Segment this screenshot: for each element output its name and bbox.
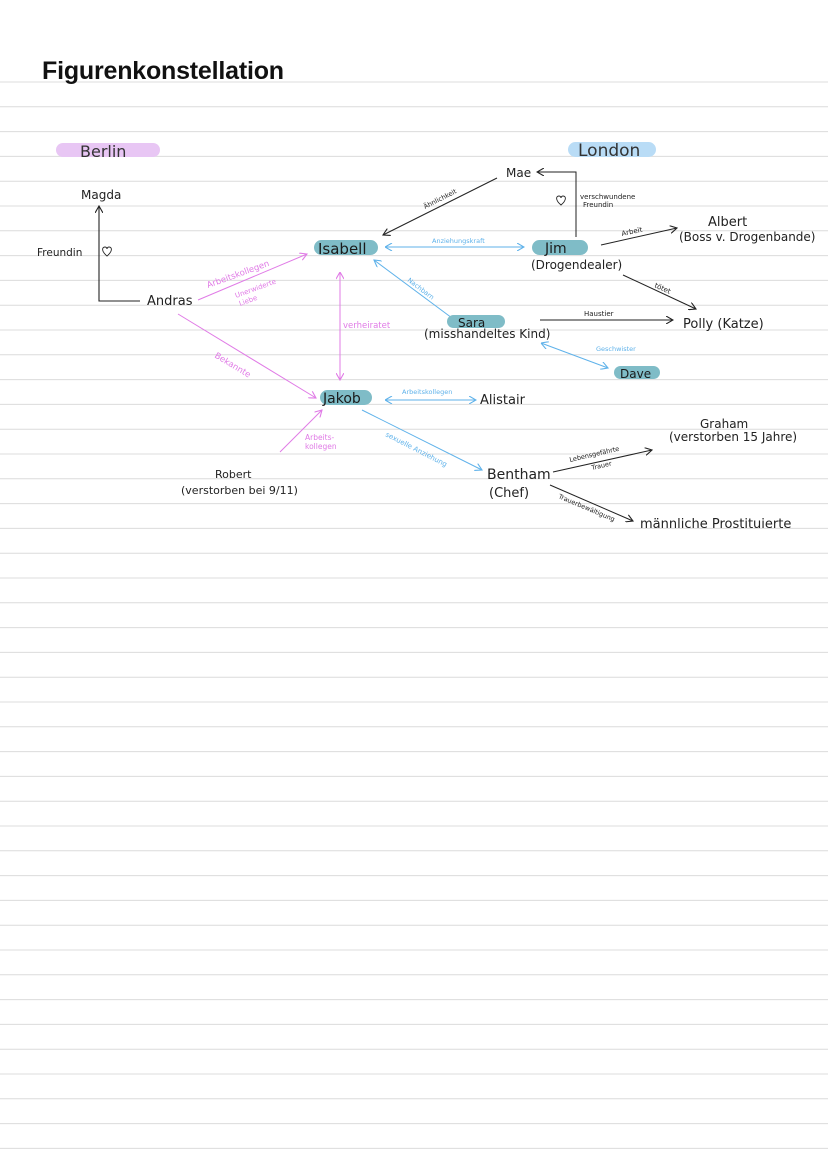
jakob-highlight: [320, 390, 372, 405]
freundin-label: Freundin: [37, 247, 82, 259]
sara-note: (misshandeltes Kind): [424, 327, 550, 341]
jim-polly-link: [622, 274, 696, 309]
alistair-label: Alistair: [480, 393, 526, 408]
andras-magda-link: [99, 206, 140, 302]
dave-label: Dave: [620, 367, 651, 381]
verschwundene-label: verschwundene: [580, 193, 635, 201]
mae-isabell-link: [383, 177, 498, 235]
kollegen-label: kollegen: [305, 442, 337, 451]
page-title: Figurenkonstellation: [42, 57, 284, 85]
sexuelle-anziehung-label: sexuelle Anziehung: [384, 431, 448, 469]
jim-label: Jim: [544, 241, 567, 257]
bentham-graham-link: [552, 450, 652, 473]
anziehungskraft-label: Anziehungskraft: [432, 237, 485, 245]
aehnlichkeit-label: Ähnlichkeit: [422, 186, 458, 211]
magda-label: Magda: [81, 188, 121, 202]
bentham-note: (Chef): [489, 486, 529, 501]
mae-label: Mae: [506, 166, 531, 180]
freundin-2-label: Freundin: [583, 201, 613, 209]
polly-label: Polly (Katze): [683, 317, 764, 332]
arbeits-label: Arbeits-: [305, 433, 335, 442]
andras-label: Andras: [147, 294, 193, 309]
prostituierte-label: männliche Prostituierte: [640, 517, 791, 532]
sara-isabell-link: [374, 260, 453, 319]
jim-mae-link: [537, 172, 577, 237]
bentham-prostituierte-link: [549, 484, 633, 521]
andras-jakob-link: [177, 313, 316, 398]
arbeitskollegen-2-label: Arbeitskollegen: [402, 388, 452, 396]
trauerbewaeltigung-label: Trauerbewältigung: [556, 492, 616, 523]
sara-label: Sara: [458, 316, 485, 330]
andras-isabell-link: [197, 254, 307, 301]
heart-icon: [102, 246, 112, 257]
lebensgefaehrte-label: Lebensgefährte: [569, 445, 620, 464]
graham-label: Graham: [700, 417, 748, 431]
jakob-bentham-link: [361, 409, 482, 470]
verheiratet-label: verheiratet: [343, 321, 391, 331]
heart-icon-2: [556, 195, 566, 206]
sara-dave-link: [541, 343, 608, 368]
jim-note: (Drogendealer): [531, 258, 622, 272]
london-label: London: [578, 141, 640, 161]
isabell-label: Isabell: [318, 240, 367, 258]
trauer-label: Trauer: [590, 459, 613, 472]
bentham-label: Bentham: [487, 467, 551, 483]
jakob-label: Jakob: [322, 391, 361, 407]
robert-label: Robert: [215, 468, 252, 481]
graham-note: (verstorben 15 Jahre): [669, 430, 797, 444]
robert-note: (verstorben bei 9/11): [181, 484, 298, 497]
dave-highlight: [614, 366, 660, 379]
nachbarn-label: Nachbarn: [406, 276, 436, 301]
sara-highlight: [447, 315, 505, 328]
geschwister-label: Geschwister: [596, 345, 636, 353]
albert-label: Albert: [708, 215, 747, 230]
jim-albert-link: [600, 228, 677, 246]
haustier-label: Haustier: [584, 310, 614, 318]
isabell-highlight: [314, 240, 378, 255]
robert-jakob-link: [279, 410, 322, 453]
jim-highlight: [532, 240, 588, 255]
berlin-label: Berlin: [80, 142, 126, 161]
albert-note: (Boss v. Drogenbande): [679, 230, 816, 244]
london-highlight: [568, 142, 656, 157]
berlin-highlight: [56, 143, 160, 157]
